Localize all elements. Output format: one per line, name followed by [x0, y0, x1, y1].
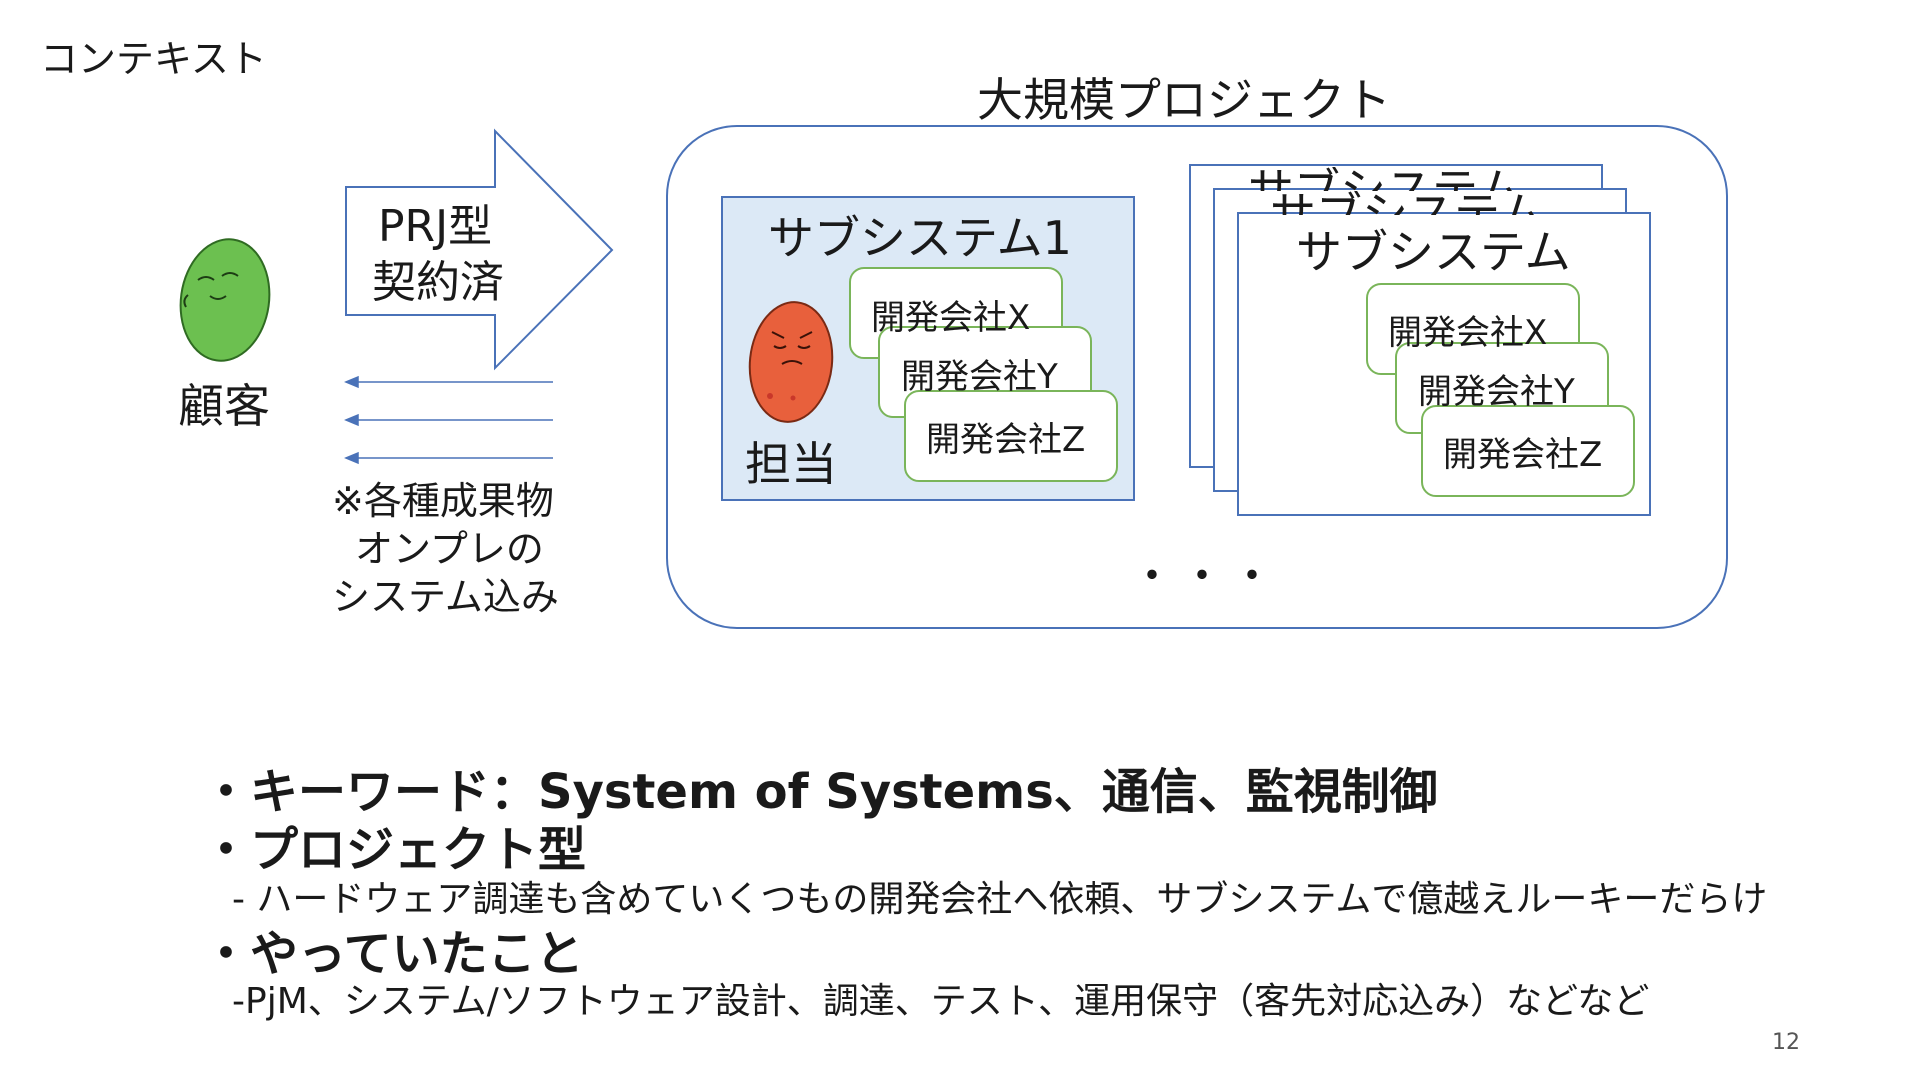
deliverables-note-line1: ※各種成果物 — [332, 479, 554, 523]
contract-arrow-line2: 契約済 — [372, 257, 504, 308]
stack-vendor-x: 開発会社X — [1388, 313, 1548, 353]
subsystem1-vendor-boxes — [849, 267, 1118, 482]
bullet-keywords: ・キーワード：System of Systems、通信、監視制御 — [202, 752, 1438, 822]
customer-label: 顧客 — [178, 379, 270, 433]
subsystem-stack-back-title-2: サブシステム — [1270, 191, 1610, 215]
subsystem1-vendor-x: 開発会社X — [871, 298, 1031, 338]
bullet-project-type-detail: - ハードウェア調達も含めていくつもの開発会社へ依頼、サブシステムで億越えルーキ… — [232, 879, 1768, 920]
bullet-keywords-text: キーワード：System of Systems、通信、監視制御 — [250, 764, 1438, 820]
bullet-marker: ・ — [202, 764, 251, 820]
bullet-marker: ・ — [202, 926, 251, 982]
project-title: 大規模プロジェクト — [977, 73, 1391, 127]
deliverables-note-line2: オンプレの — [355, 527, 544, 571]
person-character-icon — [748, 301, 834, 423]
person-label: 担当 — [745, 437, 837, 491]
page-number: 12 — [1772, 1030, 1800, 1055]
subsystem-stack-back-title-2-text: サブシステム — [1270, 191, 1545, 215]
subsystem-stack-front-title: サブシステム — [1296, 225, 1571, 279]
subsystem-stack-back-title-1-text: サブシステム — [1248, 167, 1523, 191]
deliverable-arrows — [344, 375, 553, 465]
bullet-project-type-text: プロジェクト型 — [250, 822, 587, 878]
subsystem1-vendor-z: 開発会社Z — [926, 420, 1086, 460]
subsystem1-title: サブシステム1 — [768, 211, 1072, 265]
subsystem-stack-back-title-1: サブシステム — [1248, 167, 1588, 191]
stack-vendor-y: 開発会社Y — [1418, 372, 1575, 412]
stack-vendor-z: 開発会社Z — [1443, 435, 1603, 475]
more-subsystems-ellipsis: ・・・ — [1130, 551, 1280, 602]
customer-character-icon — [179, 238, 271, 362]
stack-vendor-boxes — [1366, 283, 1635, 497]
contract-arrow-line1: PRJ型 — [378, 201, 493, 252]
subsystem1-vendor-y: 開発会社Y — [901, 357, 1058, 397]
bullet-marker: ・ — [202, 822, 251, 878]
deliverables-note-line3: システム込み — [332, 575, 559, 619]
bullet-responsibilities-detail: -PjM、システム/ソフトウェア設計、調達、テスト、運用保守（客先対応込み）など… — [232, 981, 1650, 1022]
bullet-project-type: ・プロジェクト型 — [202, 810, 586, 880]
bullet-responsibilities: ・やっていたこと — [202, 914, 584, 984]
bullet-responsibilities-text: やっていたこと — [250, 926, 584, 982]
contract-arrow — [345, 128, 614, 371]
slide-heading: コンテキスト — [40, 37, 267, 81]
